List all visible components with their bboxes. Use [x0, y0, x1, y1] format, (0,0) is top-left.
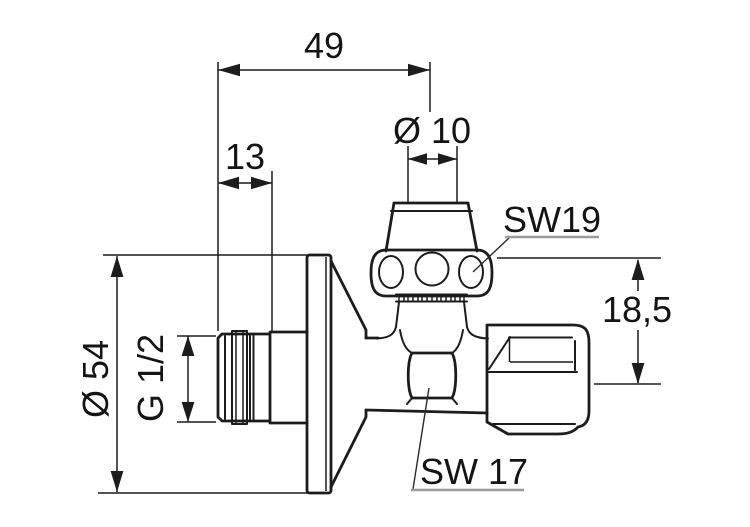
nut-chamfer-diagonal [488, 336, 511, 370]
bonnet-sides [395, 301, 468, 328]
dim-13-label: 13 [225, 136, 265, 177]
knurl-ticks [398, 295, 465, 301]
bonnet-flare-left [376, 326, 397, 340]
arrowhead [218, 176, 239, 190]
dimension-lines-group [98, 62, 661, 494]
knurl-band-edges [395, 293, 468, 303]
thread-ridge-lines [249, 333, 255, 422]
waist-feet [406, 397, 458, 405]
arrowhead [631, 363, 645, 384]
label-sw17: SW 17 [420, 451, 528, 492]
waist-outline [406, 351, 458, 400]
arrowhead [181, 402, 195, 422]
dim-49-label: 49 [304, 25, 344, 66]
arrowhead [408, 153, 427, 165]
dim-185-label: 18,5 [602, 289, 672, 330]
bonnet-flare-right [466, 326, 489, 340]
arrowhead [110, 471, 124, 492]
grip-dimple-left [378, 255, 404, 289]
dim-g12-label: G 1/2 [130, 334, 171, 422]
arrowhead [218, 63, 240, 77]
thread-band-inner-lines [235, 331, 244, 424]
thread-band [231, 330, 248, 425]
rosette-flange [305, 253, 333, 495]
waist-neck-arc-left [399, 329, 413, 354]
rosette-cone-bottom [329, 408, 368, 489]
valve-detail-group [224, 210, 578, 491]
leader-line-sw17 [412, 387, 430, 490]
valve-outline-group [216, 201, 591, 495]
grip-dimple-right [458, 255, 484, 289]
arrowhead [408, 63, 430, 77]
label-sw19: SW19 [503, 199, 601, 240]
dim-d10-label: Ø 10 [393, 110, 471, 151]
rosette-cone-top [329, 259, 368, 340]
body-bottom-edge [364, 408, 489, 415]
dimension-text-group: 49 13 Ø 10 18,5 Ø 54 G 1/2 SW19 SW 17 [75, 25, 672, 492]
grip-dimple-center [414, 251, 450, 287]
arrowhead [251, 176, 272, 190]
leader-line-sw19 [472, 237, 510, 273]
outlet-nut-outline [485, 323, 591, 436]
arrowhead [181, 336, 195, 356]
arrowhead [438, 153, 457, 165]
waist-neck-arc-right [451, 329, 464, 354]
arrowhead [110, 256, 124, 277]
dim-d54-label: Ø 54 [75, 340, 116, 418]
grip-ring-outline [369, 248, 494, 298]
arrowhead [631, 259, 645, 280]
